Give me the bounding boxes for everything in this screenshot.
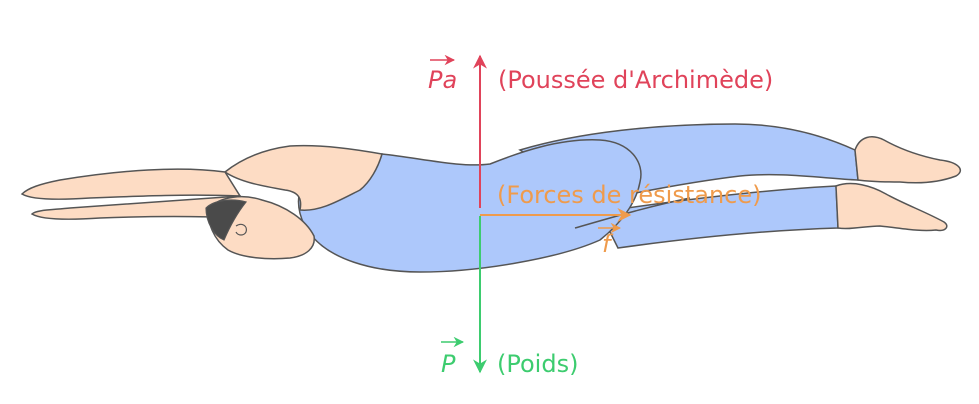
archimede-symbol-text: Pa <box>428 66 457 94</box>
swimmer-upper-arm <box>20 168 242 200</box>
swimmer-lower-foot <box>835 182 948 232</box>
swimmer-shoulder <box>223 144 383 211</box>
swimmer-lower-arm <box>30 195 241 220</box>
resistance-label: (Forces de résistance) <box>497 181 762 209</box>
swimmer-figure <box>20 123 961 273</box>
swimmer-upper-foot <box>854 136 961 184</box>
poids-symbol-text: P <box>441 350 456 378</box>
force-vectors <box>473 54 632 374</box>
archimede-vector-symbol: Pa <box>428 54 457 94</box>
swimmer-ear <box>235 223 247 236</box>
archimede-label: (Poussée d'Archimède) <box>498 66 773 94</box>
poids-label: (Poids) <box>497 350 578 378</box>
swimmer-cap <box>205 199 248 241</box>
poids-vector-symbol: P <box>441 336 465 378</box>
